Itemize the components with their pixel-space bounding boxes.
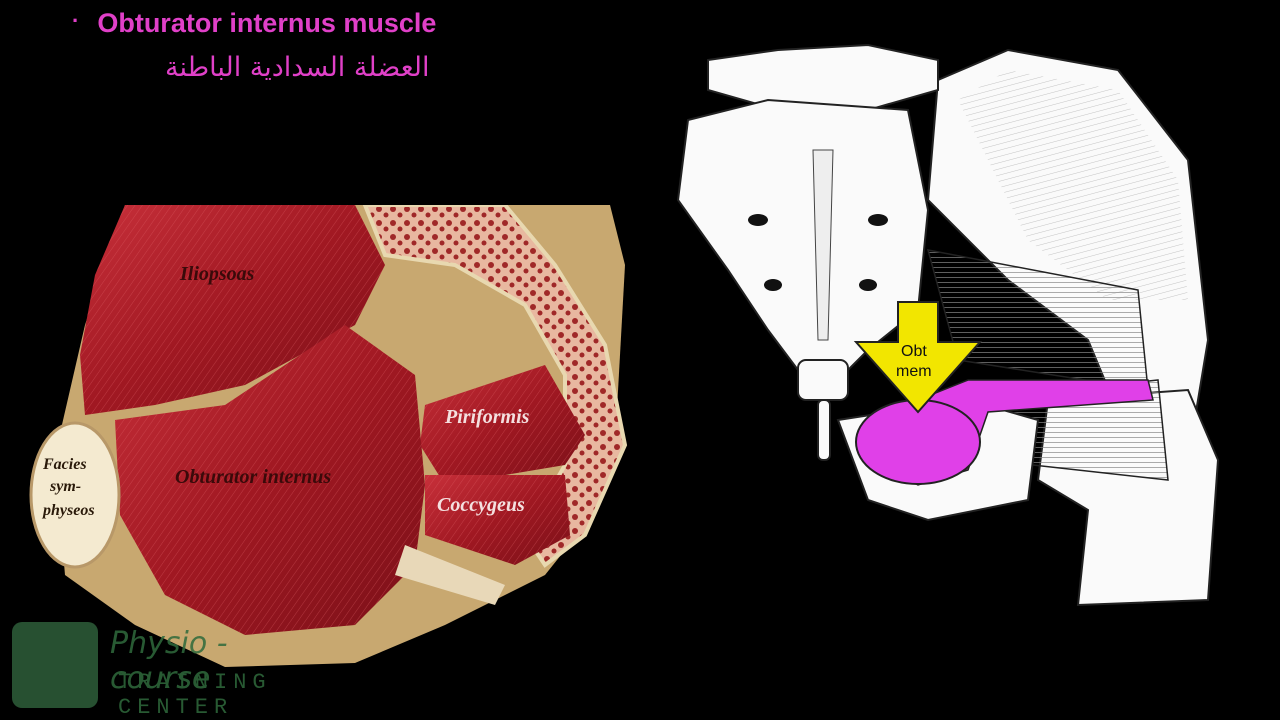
label-piriformis: Piriformis [444, 406, 530, 428]
obt-mem-arrow [853, 301, 983, 414]
sacrum-drawing [676, 98, 930, 382]
slide-title-text: Obturator internus muscle [97, 8, 437, 38]
label-coccygeus: Coccygeus [437, 494, 525, 516]
label-facies-line2: sym- [49, 478, 81, 495]
logo-icon [12, 622, 98, 708]
label-obturator-internus: Obturator internus [175, 466, 331, 488]
slide-title-arabic: العضلة السدادية الباطنة [165, 52, 430, 83]
right-pelvis-illustration: Obt mem [676, 43, 1220, 607]
arrow-label-line1: Obt [901, 343, 927, 360]
logo-name: Physio - course [110, 626, 228, 696]
logo-subtitle: TRAINING CENTER [118, 670, 272, 720]
slide-title: · Obturator internus muscle [72, 8, 436, 39]
watermark-logo: Physio - course TRAINING CENTER [12, 620, 332, 720]
left-anatomy-illustration: Iliopsoas Piriformis Obturator internus … [29, 205, 628, 667]
bullet-icon: · [72, 8, 80, 33]
label-iliopsoas: Iliopsoas [179, 263, 255, 285]
label-facies-line1: Facies [42, 456, 87, 473]
label-facies-line3: physeos [41, 502, 95, 519]
arrow-label-line2: mem [896, 363, 932, 380]
facies-symphyseos-bone [29, 421, 121, 569]
